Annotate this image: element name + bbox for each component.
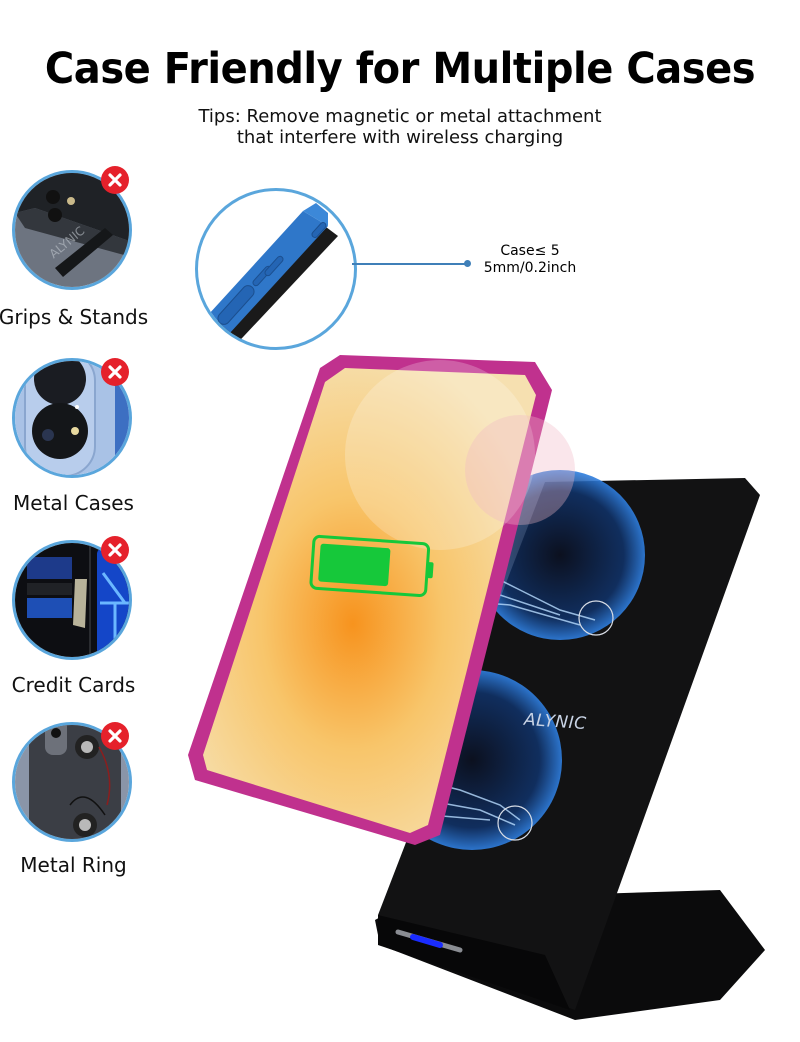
tips-text: Tips: Remove magnetic or metal attachmen… <box>0 106 800 148</box>
x-icon <box>101 358 129 386</box>
callout-line <box>352 263 468 265</box>
brand-logo: ALYNIC <box>523 709 588 735</box>
x-icon <box>101 536 129 564</box>
feature-label: Metal Cases <box>13 491 134 515</box>
feature-label: Grips & Stands <box>0 305 149 329</box>
x-icon <box>101 166 129 194</box>
grips-stands-image: ALYNIC <box>12 170 132 290</box>
callout-line-2: 5mm/0.2inch <box>483 260 577 276</box>
callout-dot <box>464 260 471 267</box>
tips-line-1: Tips: Remove magnetic or metal attachmen… <box>198 106 602 127</box>
callout-line-1: Case≤ 5 <box>500 243 560 259</box>
feature-label: Metal Ring <box>20 853 127 877</box>
x-icon <box>101 722 129 750</box>
feature-label: Credit Cards <box>11 673 136 697</box>
metal-ring-image <box>12 722 132 842</box>
tips-line-2: that interfere with wireless charging <box>236 127 564 148</box>
wireless-charger-product-image <box>188 355 765 1020</box>
page-title: Case Friendly for Multiple Cases <box>44 44 756 94</box>
case-thickness-zoom-image <box>195 188 357 350</box>
case-thickness-callout: Case≤ 5 5mm/0.2inch <box>470 243 590 277</box>
